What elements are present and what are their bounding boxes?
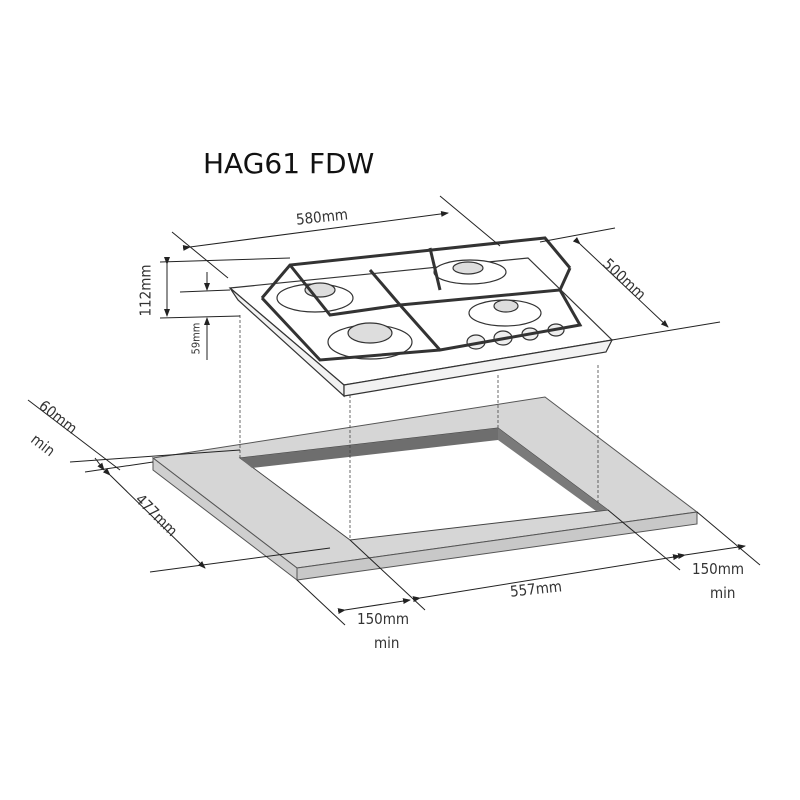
projection-lines [239, 315, 599, 540]
cutout-wall-back [240, 428, 498, 468]
pan-supports [260, 236, 583, 362]
gas-hob [228, 236, 614, 398]
model-title: HAG61 FDW [203, 147, 375, 180]
countertop [151, 396, 699, 582]
cutout-wall-right [498, 428, 608, 511]
right-side-label: 150mm [692, 560, 745, 578]
dimension-lines [27, 195, 761, 626]
right-side-min-label: min [710, 584, 736, 602]
left-side-min-label: min [374, 634, 400, 652]
lower-height-label: 59mm [189, 322, 203, 355]
total-height-label: 112mm [136, 264, 155, 317]
left-side-label: 150mm [357, 610, 410, 628]
